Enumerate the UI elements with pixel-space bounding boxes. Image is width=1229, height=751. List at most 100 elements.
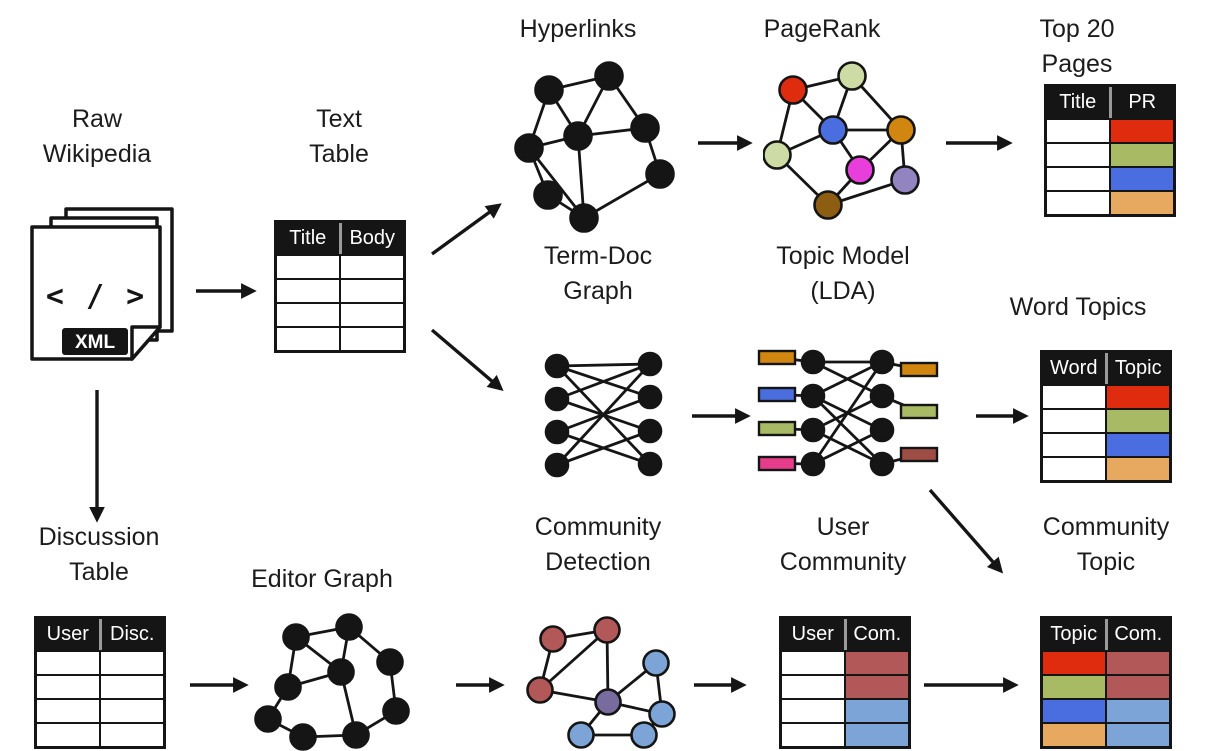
raw-wikipedia-doc-stack-icon: < / > XML: [30, 207, 174, 361]
table-row: [1047, 166, 1173, 190]
topic-swatch-rect: [899, 361, 939, 378]
graph-node: [813, 190, 843, 220]
graph-node: [544, 452, 570, 478]
label-discussion-table: Discussion Table: [38, 523, 160, 586]
graph-node: [594, 688, 622, 716]
table-header-cell: Body: [338, 223, 404, 254]
table-cell: [1043, 432, 1105, 456]
table-row: [37, 674, 163, 698]
table-header-row: Word Topic: [1043, 353, 1169, 384]
table-cell: [277, 326, 339, 350]
graph-node: [594, 61, 624, 91]
table-cell: [844, 674, 908, 698]
graph-node: [327, 658, 355, 686]
label-word-topics: Word Topics: [1009, 293, 1147, 321]
label-community-detection: Community Detection: [534, 513, 662, 576]
table-header-cell: Word: [1050, 357, 1098, 379]
table-cell: [1105, 698, 1169, 722]
graph-node: [648, 700, 676, 728]
table-row: [1043, 698, 1169, 722]
label-raw-wikipedia: Raw Wikipedia: [42, 105, 152, 168]
table-cell: [99, 650, 163, 674]
label-topic-model-lda: Topic Model (LDA): [776, 242, 910, 305]
table-cell: [1105, 384, 1169, 408]
table-cell: [339, 278, 403, 302]
editor-graph: [254, 613, 410, 751]
table-row: [1043, 722, 1169, 746]
table-cell: [1043, 674, 1105, 698]
flow-arrow: [928, 488, 1004, 574]
graph-node: [645, 159, 675, 189]
table-row: [1043, 650, 1169, 674]
graph-edge: [556, 429, 651, 467]
graph-node: [637, 384, 663, 410]
table-cell: [1043, 722, 1105, 746]
graph-node: [778, 75, 808, 105]
label-editor-graph: Editor Graph: [251, 565, 393, 593]
graph-node: [845, 155, 875, 185]
graph-node: [563, 121, 593, 151]
xml-badge: [62, 328, 128, 355]
table-row: [1043, 674, 1169, 698]
graph-node: [886, 115, 916, 145]
text-table: Title Body: [274, 220, 406, 353]
graph-node: [800, 349, 826, 375]
table-cell: [1043, 408, 1105, 432]
graph-node: [800, 417, 826, 443]
table-row: [782, 650, 908, 674]
table-row: [37, 722, 163, 746]
code-glyph: < / >: [46, 279, 146, 314]
label-term-doc-graph: Term-Doc Graph: [543, 242, 653, 305]
table-header-cell: Topic: [1104, 353, 1170, 384]
graph-node: [567, 721, 595, 749]
graph-node: [890, 165, 920, 195]
table-cell: [782, 650, 844, 674]
table-row: [782, 674, 908, 698]
table-cell: [782, 698, 844, 722]
table-row: [277, 326, 403, 350]
graph-node: [526, 676, 554, 704]
label-pagerank: PageRank: [763, 15, 881, 43]
table-cell: [1043, 698, 1105, 722]
graph-node: [342, 721, 370, 749]
table-header-cell: Disc.: [98, 619, 164, 650]
graph-node: [289, 723, 317, 751]
graph-node: [274, 673, 302, 701]
word-topics-table: Word Topic: [1040, 350, 1172, 483]
graph-edge: [556, 362, 651, 368]
graph-node: [544, 353, 570, 379]
table-header-cell: Title: [289, 227, 327, 249]
graph-node: [376, 648, 404, 676]
label-community-topic: Community Topic: [1042, 513, 1170, 576]
topic-swatch-rect: [757, 455, 797, 472]
graph-node: [569, 203, 599, 233]
pagerank-graph: [763, 61, 920, 220]
graph-node: [800, 451, 826, 477]
label-user-community: User Community: [779, 513, 907, 576]
table-cell: [1047, 118, 1109, 142]
table-cell: [339, 254, 403, 278]
table-cell: [782, 722, 844, 746]
topic-swatch-rect: [899, 446, 939, 463]
table-row: [1043, 384, 1169, 408]
graph-node: [800, 383, 826, 409]
table-cell: [1109, 118, 1173, 142]
table-cell: [844, 698, 908, 722]
table-cell: [99, 698, 163, 722]
graph-node: [637, 351, 663, 377]
table-cell: [1043, 650, 1105, 674]
graph-node: [818, 115, 848, 145]
graph-node: [514, 133, 544, 163]
table-cell: [1105, 432, 1169, 456]
graph-node: [637, 451, 663, 477]
graph-node: [869, 417, 895, 443]
table-header-cell: User: [791, 623, 834, 645]
